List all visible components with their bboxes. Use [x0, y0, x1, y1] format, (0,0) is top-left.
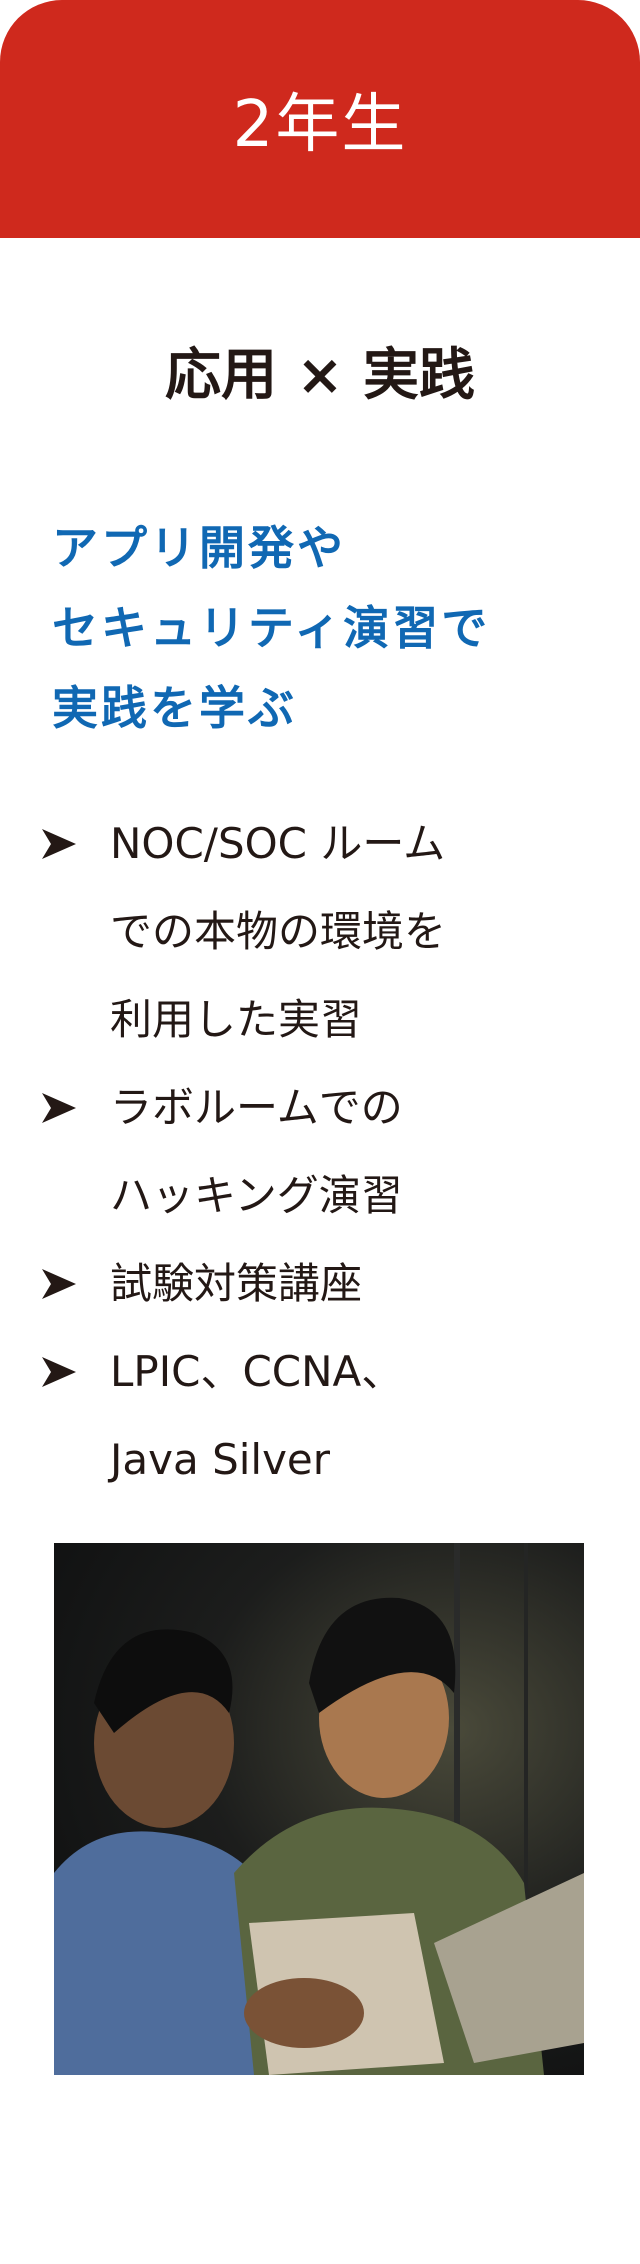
arrow-bullet-icon [42, 1064, 76, 1152]
lead-line: セキュリティ演習で [52, 601, 491, 655]
arrow-bullet-icon [42, 1240, 76, 1328]
lead-line: 実践を学ぶ [52, 681, 297, 735]
list-item-line: での本物の環境を [110, 907, 447, 956]
list-item-line: 試験対策講座 [110, 1259, 363, 1308]
list-item-line: ラボルームでの [110, 1083, 403, 1132]
lead-line: アプリ開発や [52, 521, 346, 575]
grade-header: 2年生 [0, 0, 640, 238]
photo-illustration-icon [54, 1543, 584, 2075]
list-item-line: 利用した実習 [110, 995, 363, 1044]
list-item: ラボルームでの ハッキング演習 [42, 1064, 446, 1240]
list-item-line: Java Silver [110, 1435, 331, 1484]
list-item: 試験対策講座 [42, 1240, 446, 1328]
arrow-bullet-icon [42, 800, 76, 888]
list-item-line: LPIC、CCNA、 [110, 1347, 404, 1396]
list-item-line: ハッキング演習 [110, 1171, 403, 1220]
grade-title: 2年生 [232, 88, 408, 162]
theme-subtitle: 応用 × 実践 [165, 343, 475, 408]
list-item: LPIC、CCNA、 Java Silver [42, 1328, 446, 1504]
lead-text: アプリ開発や セキュリティ演習で 実践を学ぶ [52, 508, 490, 748]
list-item-line: NOC/SOC ルーム [110, 819, 446, 868]
feature-list: NOC/SOC ルーム での本物の環境を 利用した実習 ラボルームでの ハッキン… [42, 800, 446, 1504]
list-item: NOC/SOC ルーム での本物の環境を 利用した実習 [42, 800, 446, 1064]
students-photo [54, 1543, 584, 2075]
arrow-bullet-icon [42, 1328, 76, 1416]
